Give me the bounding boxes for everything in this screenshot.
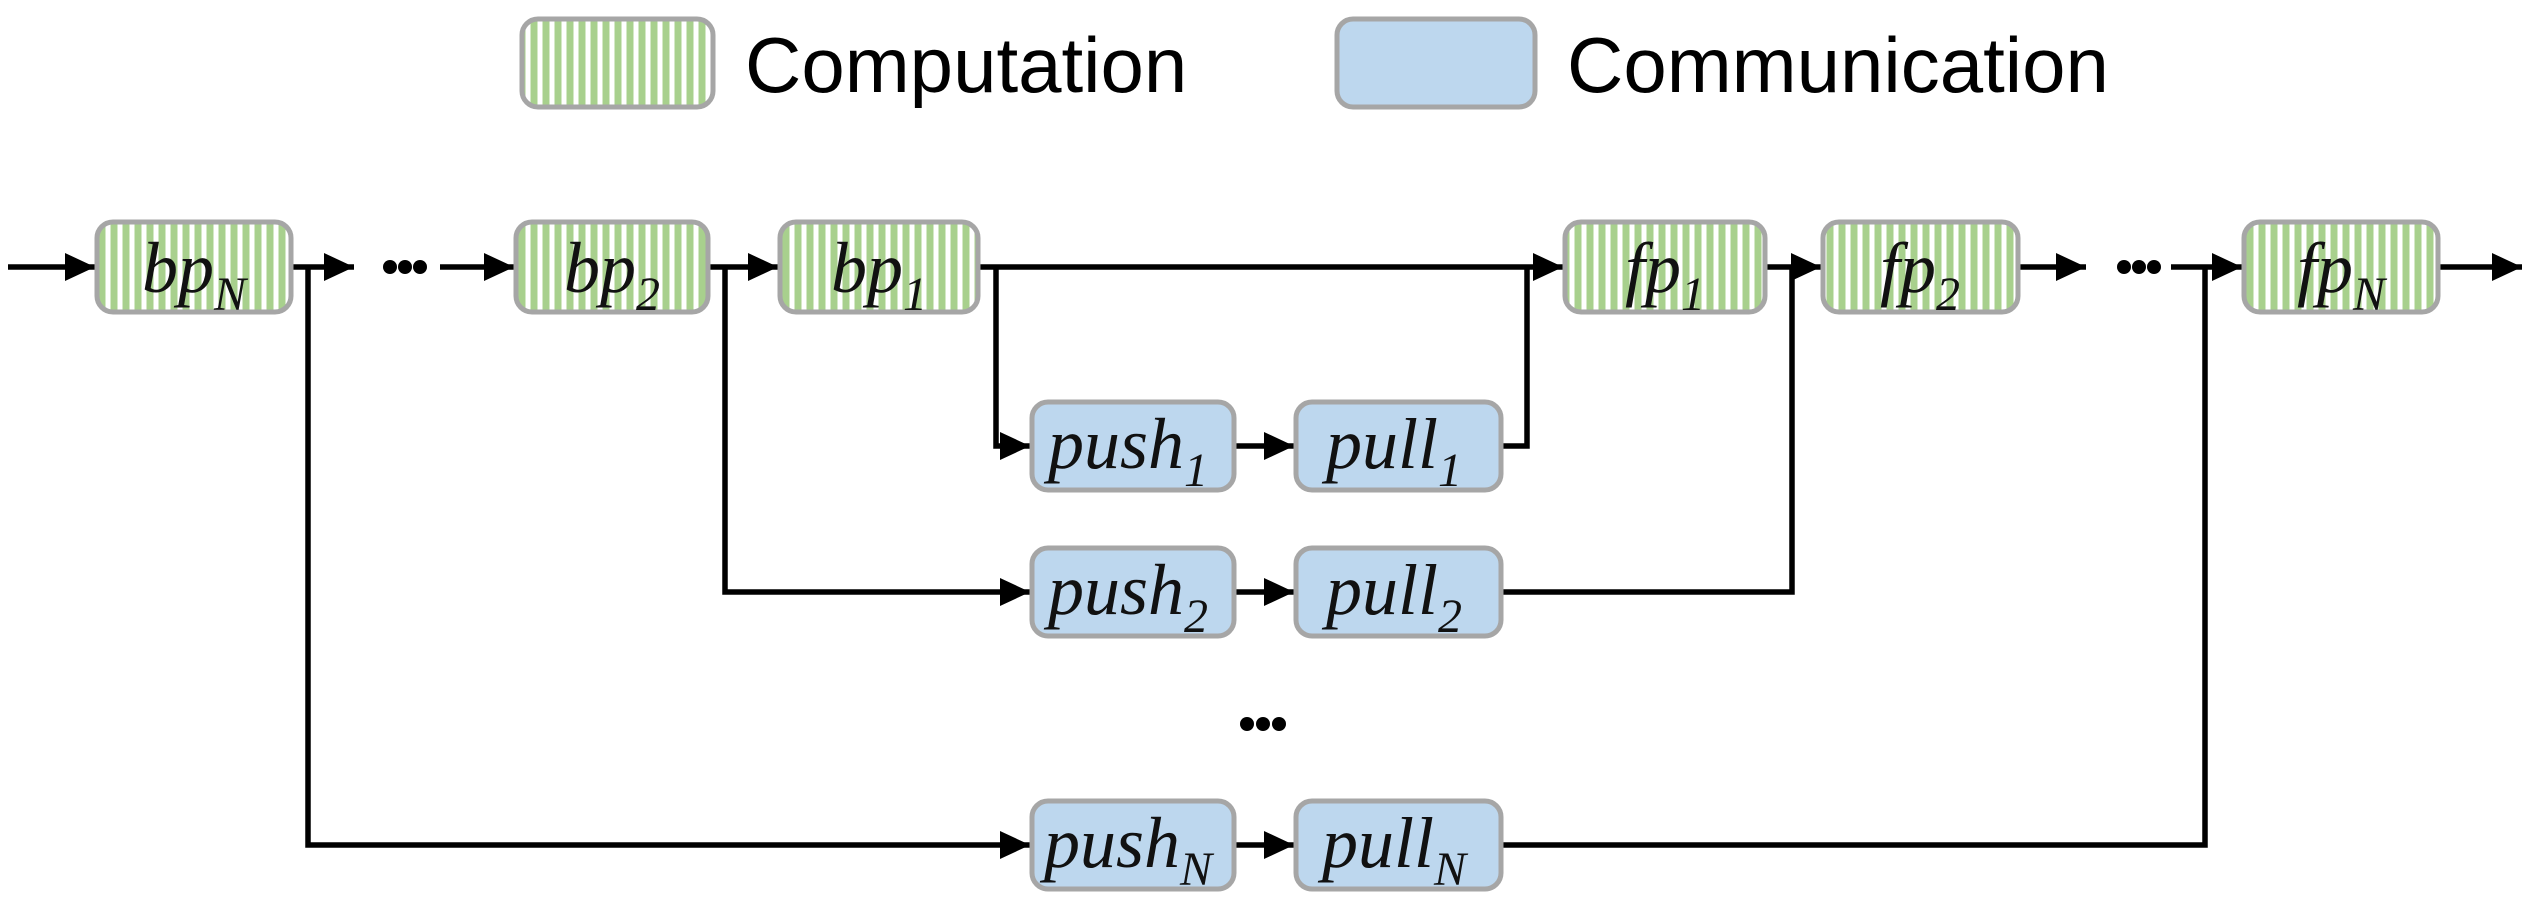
node-push-N: pushN xyxy=(1029,798,1237,896)
node-fp-1: fp1 xyxy=(1562,219,1768,321)
node-push-2-box xyxy=(1029,545,1237,639)
label-base: push xyxy=(1039,803,1180,883)
node-pull-N-label: pullN xyxy=(1317,803,1469,896)
label-sub: 2 xyxy=(1438,590,1462,643)
label-base: bp xyxy=(142,228,214,308)
node-bp-2: bp2 xyxy=(513,219,711,321)
dot xyxy=(1272,717,1286,731)
node-fp-1-box xyxy=(1562,219,1768,315)
edge-pull1-to-fp1-riser xyxy=(1501,267,1530,449)
edge-bp1-to-push1 xyxy=(993,267,1030,460)
node-push-N-box xyxy=(1029,798,1237,892)
label-sub: N xyxy=(1433,843,1469,896)
node-bp-N-box xyxy=(94,219,294,315)
node-push-1-box xyxy=(1029,399,1237,493)
legend: Computation Communication xyxy=(519,16,2109,110)
label-base: push xyxy=(1043,404,1184,484)
edges xyxy=(8,253,2522,859)
ellipsis-backward xyxy=(383,260,427,274)
node-bp-1: bp1 xyxy=(777,219,981,321)
label-sub: N xyxy=(1179,843,1215,896)
label-sub: 1 xyxy=(1438,444,1462,497)
node-pull-1-box xyxy=(1293,399,1504,493)
node-bp-1-label: bp1 xyxy=(831,228,927,321)
node-fp-N-box xyxy=(2241,219,2441,315)
dot xyxy=(2132,260,2146,274)
label-sub: 1 xyxy=(1681,268,1705,321)
node-fp-1-label: fp1 xyxy=(1625,228,1705,321)
label-base: bp xyxy=(564,228,636,308)
node-push-1-label: push1 xyxy=(1043,404,1208,497)
node-fp-N: fpN xyxy=(2241,219,2441,321)
label-sub: 1 xyxy=(903,268,927,321)
node-bp-N-label: bpN xyxy=(142,228,249,321)
node-push-2: push2 xyxy=(1029,545,1237,643)
label-base: bp xyxy=(831,228,903,308)
node-fp-2-label: fp2 xyxy=(1880,228,1960,321)
ellipsis-middle xyxy=(1240,717,1286,731)
dot xyxy=(398,260,412,274)
legend-computation-swatch xyxy=(519,16,716,110)
dot xyxy=(2147,260,2161,274)
dot xyxy=(1256,717,1270,731)
node-push-N-label: pushN xyxy=(1039,803,1215,896)
legend-communication-swatch xyxy=(1334,16,1538,110)
label-sub: N xyxy=(213,268,249,321)
label-sub: N xyxy=(2352,268,2388,321)
node-pull-1-label: pull1 xyxy=(1321,404,1462,497)
node-pull-N-box xyxy=(1293,798,1504,892)
edge-pull2-to-fp2-riser xyxy=(1501,267,1795,595)
node-fp-2-box xyxy=(1820,219,2021,315)
edge-bp2-to-push2 xyxy=(722,267,1030,606)
label-base: pull xyxy=(1321,404,1438,484)
node-bp-1-box xyxy=(777,219,981,315)
dot xyxy=(413,260,427,274)
edge-pullN-to-fpN-riser xyxy=(1501,267,2208,848)
node-pull-2-label: pull2 xyxy=(1321,550,1462,643)
label-base: fp xyxy=(2297,228,2353,308)
node-pull-2: pull2 xyxy=(1293,545,1504,643)
legend-communication-label: Communication xyxy=(1567,21,2109,109)
label-base: pull xyxy=(1321,550,1438,630)
legend-computation-label: Computation xyxy=(745,21,1187,109)
node-bp-N: bpN xyxy=(94,219,294,321)
label-sub: 1 xyxy=(1184,444,1208,497)
label-sub: 2 xyxy=(1184,590,1208,643)
node-fp-2: fp2 xyxy=(1820,219,2021,321)
node-bp-2-box xyxy=(513,219,711,315)
label-sub: 2 xyxy=(636,268,660,321)
edge-bpN-to-pushN xyxy=(305,267,1030,859)
dot xyxy=(2117,260,2131,274)
node-bp-2-label: bp2 xyxy=(564,228,660,321)
label-sub: 2 xyxy=(1936,268,1960,321)
ellipsis-forward xyxy=(2117,260,2161,274)
node-pull-2-box xyxy=(1293,545,1504,639)
node-pull-1: pull1 xyxy=(1293,399,1504,497)
label-base: fp xyxy=(1625,228,1681,308)
label-base: fp xyxy=(1880,228,1936,308)
node-push-2-label: push2 xyxy=(1043,550,1208,643)
dot xyxy=(383,260,397,274)
label-base: pull xyxy=(1317,803,1434,883)
node-fp-N-label: fpN xyxy=(2297,228,2388,321)
node-push-1: push1 xyxy=(1029,399,1237,497)
label-base: push xyxy=(1043,550,1184,630)
dot xyxy=(1240,717,1254,731)
node-pull-N: pullN xyxy=(1293,798,1504,896)
